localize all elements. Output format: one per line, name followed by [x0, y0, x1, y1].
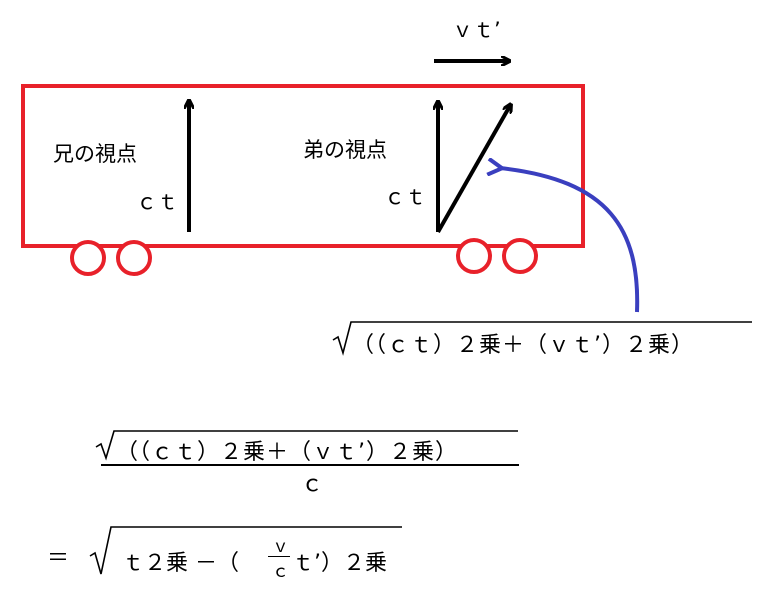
fraction-bar	[101, 464, 519, 466]
wheel-1	[70, 240, 106, 276]
ct-left-label: ｃｔ	[136, 190, 178, 214]
fraction-numerator: （（ｃｔ）２乗＋（ｖｔ’）２乗）	[116, 440, 458, 465]
v-over-c-bar	[268, 556, 290, 557]
result-c: ｃ	[272, 562, 289, 582]
result-sqrt-sign	[89, 526, 402, 575]
wheel-2	[116, 240, 152, 276]
result-v: ｖ	[272, 537, 289, 557]
wheel-3	[456, 238, 492, 274]
pointer-formula: （（ｃｔ）２乗＋（ｖｔ’）２乗）	[352, 333, 694, 358]
pointer-arrow	[500, 168, 640, 313]
pointer-sqrt-sign	[332, 321, 752, 356]
wheel-4	[502, 238, 538, 274]
ct-right-label: ｃｔ	[384, 185, 426, 209]
fraction-denominator: ｃ	[301, 472, 324, 497]
result-tail: ｔ’）２乗	[292, 551, 387, 576]
brother-view-label: 兄の視点	[53, 142, 137, 166]
equals-sign: ＝	[47, 546, 70, 571]
vt-label: ｖｔ’	[452, 18, 501, 42]
numerator-sqrt-sign	[95, 430, 518, 461]
younger-view-label: 弟の視点	[303, 138, 387, 162]
result-t2-term: ｔ２乗 －（	[122, 551, 239, 576]
diagonal-arrow	[436, 104, 511, 233]
train-car-body	[21, 84, 585, 248]
